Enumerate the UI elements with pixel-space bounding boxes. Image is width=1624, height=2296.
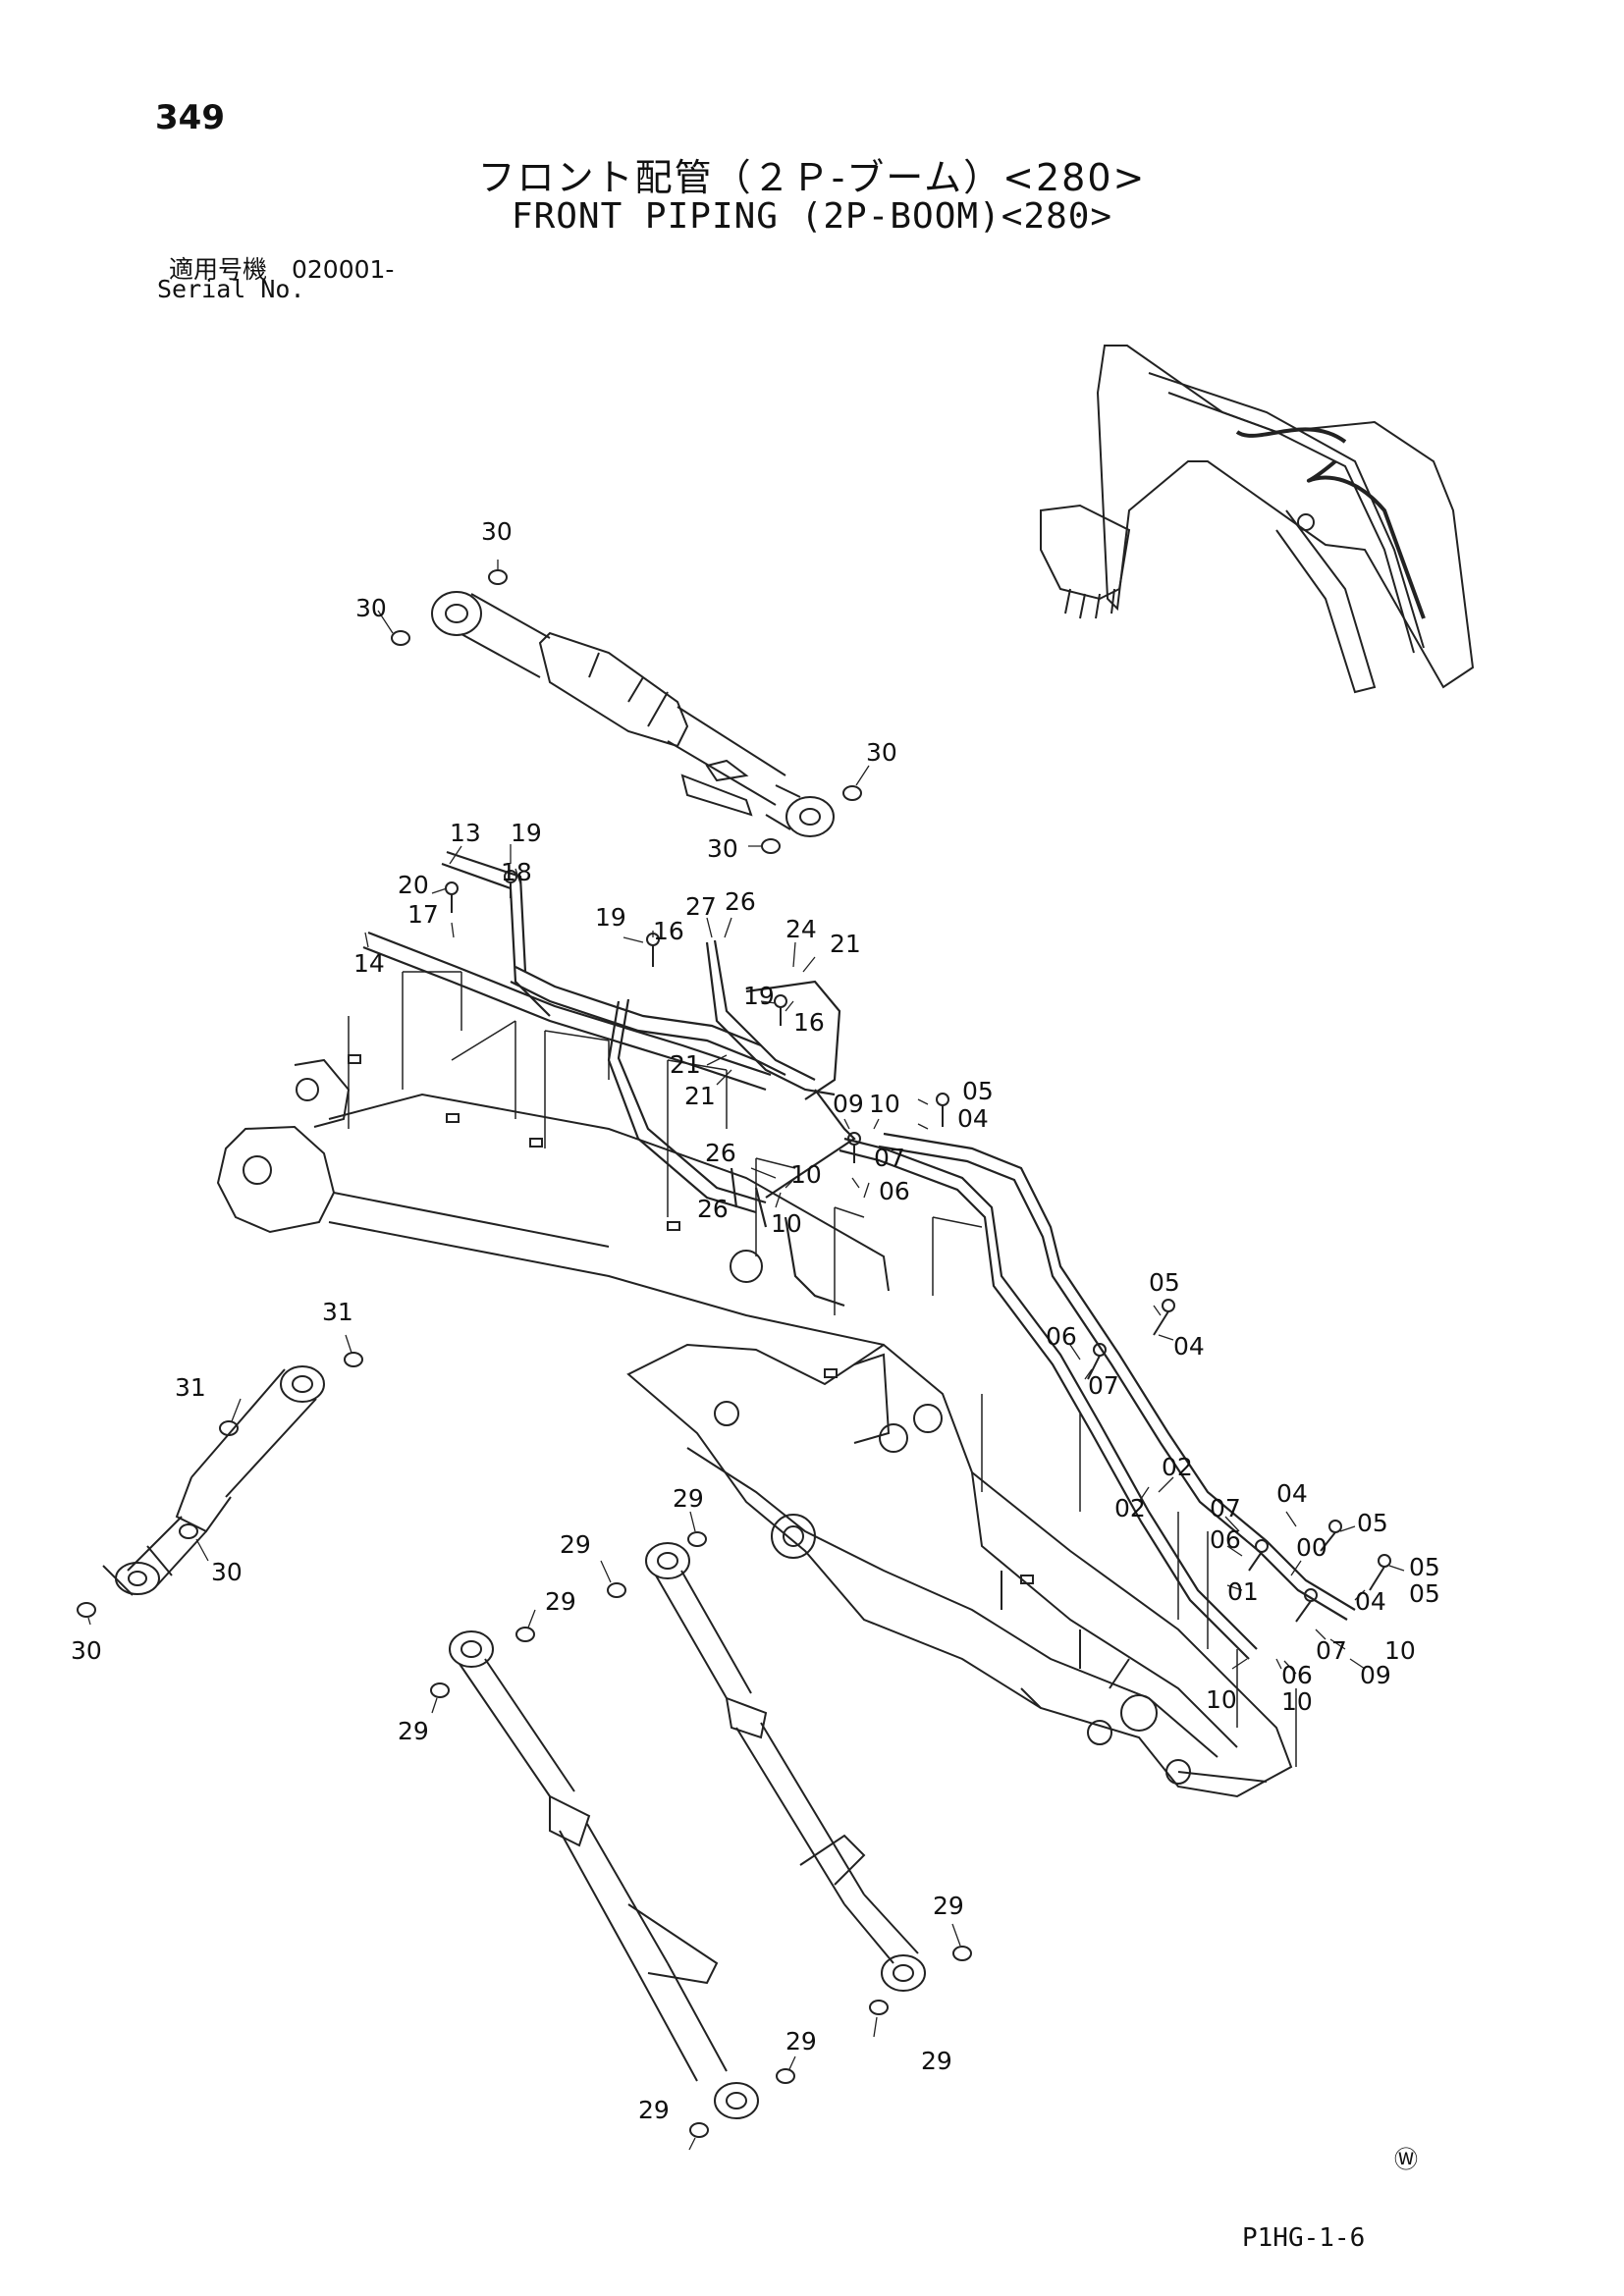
callout-07: 07 xyxy=(1088,1371,1119,1400)
callout-21: 21 xyxy=(684,1082,716,1110)
callout-26: 26 xyxy=(697,1195,729,1223)
callout-16: 16 xyxy=(793,1008,825,1037)
callout-29: 29 xyxy=(545,1587,576,1616)
callout-05: 05 xyxy=(1409,1579,1440,1608)
callout-04: 04 xyxy=(957,1104,989,1133)
callout-29: 29 xyxy=(921,2047,952,2075)
callout-04: 04 xyxy=(1276,1479,1308,1508)
callout-10: 10 xyxy=(790,1160,822,1189)
callout-06: 06 xyxy=(1046,1322,1077,1351)
callout-05: 05 xyxy=(1409,1553,1440,1581)
callout-31: 31 xyxy=(175,1373,206,1402)
callout-10: 10 xyxy=(869,1090,900,1118)
bucket-cylinder-left xyxy=(449,1630,759,2119)
callout-09: 09 xyxy=(833,1090,864,1118)
title-japanese: フロント配管（２Ｐ-ブーム）<280> xyxy=(477,156,1147,199)
callout-09: 09 xyxy=(1360,1661,1391,1689)
callout-30: 30 xyxy=(71,1636,102,1665)
callout-06: 06 xyxy=(1210,1525,1241,1554)
callout-10: 10 xyxy=(1384,1636,1416,1665)
callout-29: 29 xyxy=(638,2096,670,2124)
leader-lines xyxy=(87,560,1405,2151)
callout-02: 02 xyxy=(1114,1494,1146,1522)
page-number: 349 xyxy=(155,98,225,137)
callout-07: 07 xyxy=(1210,1494,1241,1522)
callout-30: 30 xyxy=(211,1558,243,1586)
callout-05: 05 xyxy=(1357,1509,1388,1537)
front-piping xyxy=(362,850,1356,1660)
callout-26: 26 xyxy=(725,887,756,916)
boom-cylinder-top xyxy=(431,591,835,837)
callout-29: 29 xyxy=(398,1717,429,1745)
drawing-code: P1HG-1-6 xyxy=(1242,2223,1366,2253)
callout-19: 19 xyxy=(743,982,775,1010)
callout-24: 24 xyxy=(785,915,817,943)
callout-06: 06 xyxy=(1281,1661,1313,1689)
callout-04: 04 xyxy=(1355,1587,1386,1616)
callout-13: 13 xyxy=(450,819,481,847)
callout-10: 10 xyxy=(771,1209,802,1238)
callout-20: 20 xyxy=(398,871,429,899)
callout-29: 29 xyxy=(560,1530,591,1559)
callout-29: 29 xyxy=(933,1892,964,1920)
callout-19: 19 xyxy=(511,819,542,847)
callout-19: 19 xyxy=(595,903,626,932)
callout-26: 26 xyxy=(705,1139,736,1167)
callout-30: 30 xyxy=(866,738,897,767)
callout-16: 16 xyxy=(653,917,684,945)
callout-05: 05 xyxy=(962,1077,994,1105)
callout-numbers: 30 30 30 30 13 19 18 20 17 14 19 16 27 2… xyxy=(71,517,1440,2124)
serial-number-label: Serial No. xyxy=(157,275,305,303)
excavator-key-map xyxy=(1040,345,1475,694)
callout-10: 10 xyxy=(1206,1685,1237,1714)
serial-applicability-japanese: 適用号機 020001- xyxy=(169,255,395,284)
callout-07: 07 xyxy=(874,1144,905,1172)
callout-07: 07 xyxy=(1316,1636,1347,1665)
callout-10: 10 xyxy=(1281,1687,1313,1716)
callout-29: 29 xyxy=(785,2027,817,2056)
callout-14: 14 xyxy=(353,949,385,978)
bucket-cylinder-right xyxy=(645,1542,926,1992)
callout-27: 27 xyxy=(685,892,717,921)
callout-21: 21 xyxy=(670,1050,701,1079)
callout-02: 02 xyxy=(1162,1453,1193,1481)
title-english: FRONT PIPING (2P-BOOM)<280> xyxy=(511,196,1113,237)
callout-21: 21 xyxy=(830,930,861,958)
callout-04: 04 xyxy=(1173,1332,1205,1361)
callout-30: 30 xyxy=(707,834,738,863)
callout-06: 06 xyxy=(879,1177,910,1205)
callout-00: 00 xyxy=(1296,1533,1327,1562)
callout-01: 01 xyxy=(1227,1577,1259,1606)
callout-31: 31 xyxy=(322,1298,353,1326)
callout-17: 17 xyxy=(407,900,439,929)
callout-30: 30 xyxy=(481,517,513,546)
bracket-guide-lines xyxy=(348,971,1297,1767)
watermark-symbol: Ⓦ xyxy=(1394,2146,1418,2173)
boom-structure xyxy=(216,1058,1293,1798)
o-rings xyxy=(77,569,972,2138)
callout-18: 18 xyxy=(501,858,532,886)
callout-29: 29 xyxy=(673,1484,704,1513)
callout-30: 30 xyxy=(355,594,387,622)
callout-05: 05 xyxy=(1149,1268,1180,1297)
